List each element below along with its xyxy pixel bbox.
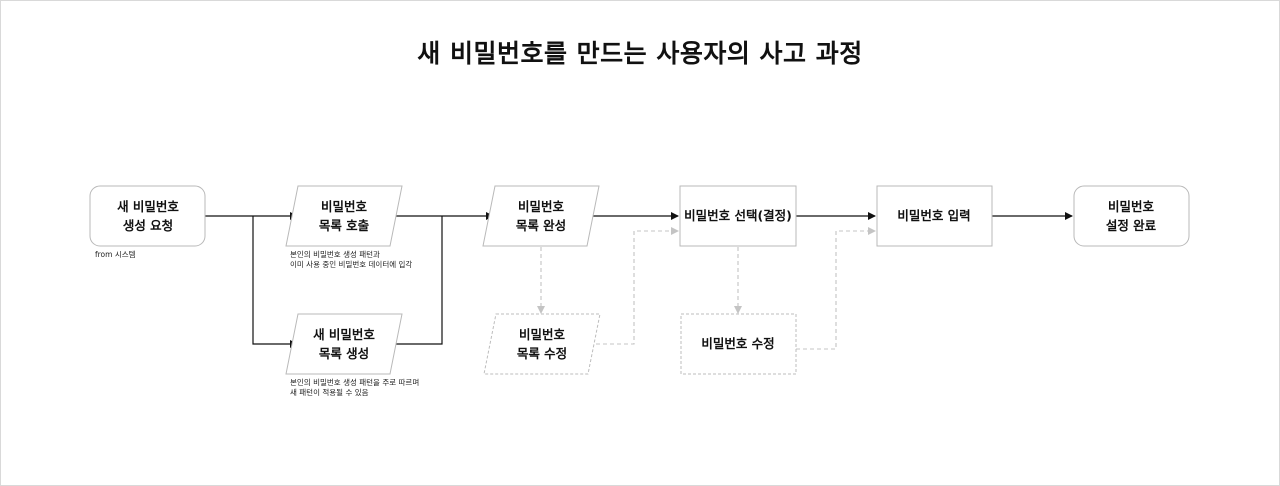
node-generate-label-2: 목록 생성 (319, 346, 369, 361)
node-complete-label-1: 비밀번호 (518, 199, 565, 214)
node-generate-shape (285, 313, 403, 375)
note-generate-line-1: 본인의 비밀번호 생성 패턴을 주로 따르며 (290, 377, 419, 387)
note-from-system: from 시스템 (95, 249, 136, 259)
node-modify-pw-shape (680, 313, 797, 375)
edge-modify-list-to-select (589, 227, 679, 345)
node-request-label-2: 생성 요청 (123, 218, 173, 233)
node-done-label-2: 설정 완료 (1106, 218, 1157, 233)
node-input-shape (876, 185, 993, 247)
node-complete-shape (482, 185, 600, 247)
node-complete-label-2: 목록 완성 (516, 218, 566, 233)
diagram-title: 새 비밀번호를 만드는 사용자의 사고 과정 (417, 39, 863, 68)
edge-generate-to-complete (390, 216, 443, 345)
node-done-shape (1073, 185, 1190, 247)
node-modify-list-label-1: 비밀번호 (519, 327, 566, 342)
edge-request-to-generate (252, 216, 298, 348)
node-select-shape (679, 185, 797, 247)
node-request-shape (89, 185, 206, 247)
node-recall-label-1: 비밀번호 (321, 199, 368, 214)
note-recall-line-2: 이미 사용 중인 비밀번호 데이터에 입각 (290, 259, 412, 269)
note-recall-line-1: 본인의 비밀번호 생성 패턴과 (290, 249, 380, 259)
note-generate-line-2: 새 패턴이 적용될 수 있음 (290, 387, 369, 397)
node-done-label-1: 비밀번호 (1108, 199, 1155, 214)
node-request-label-1: 새 비밀번호 (117, 199, 179, 214)
node-select-label: 비밀번호 선택(결정) (684, 208, 792, 223)
node-input-label: 비밀번호 입력 (897, 208, 970, 223)
edge-modify-pw-to-input (796, 227, 876, 350)
node-modify-list-shape (483, 313, 601, 375)
node-recall-shape (285, 185, 403, 247)
node-recall-label-2: 목록 호출 (319, 218, 370, 233)
node-generate-label-1: 새 비밀번호 (313, 327, 375, 342)
node-modify-pw-label: 비밀번호 수정 (701, 336, 774, 351)
node-modify-list-label-2: 목록 수정 (517, 346, 567, 361)
